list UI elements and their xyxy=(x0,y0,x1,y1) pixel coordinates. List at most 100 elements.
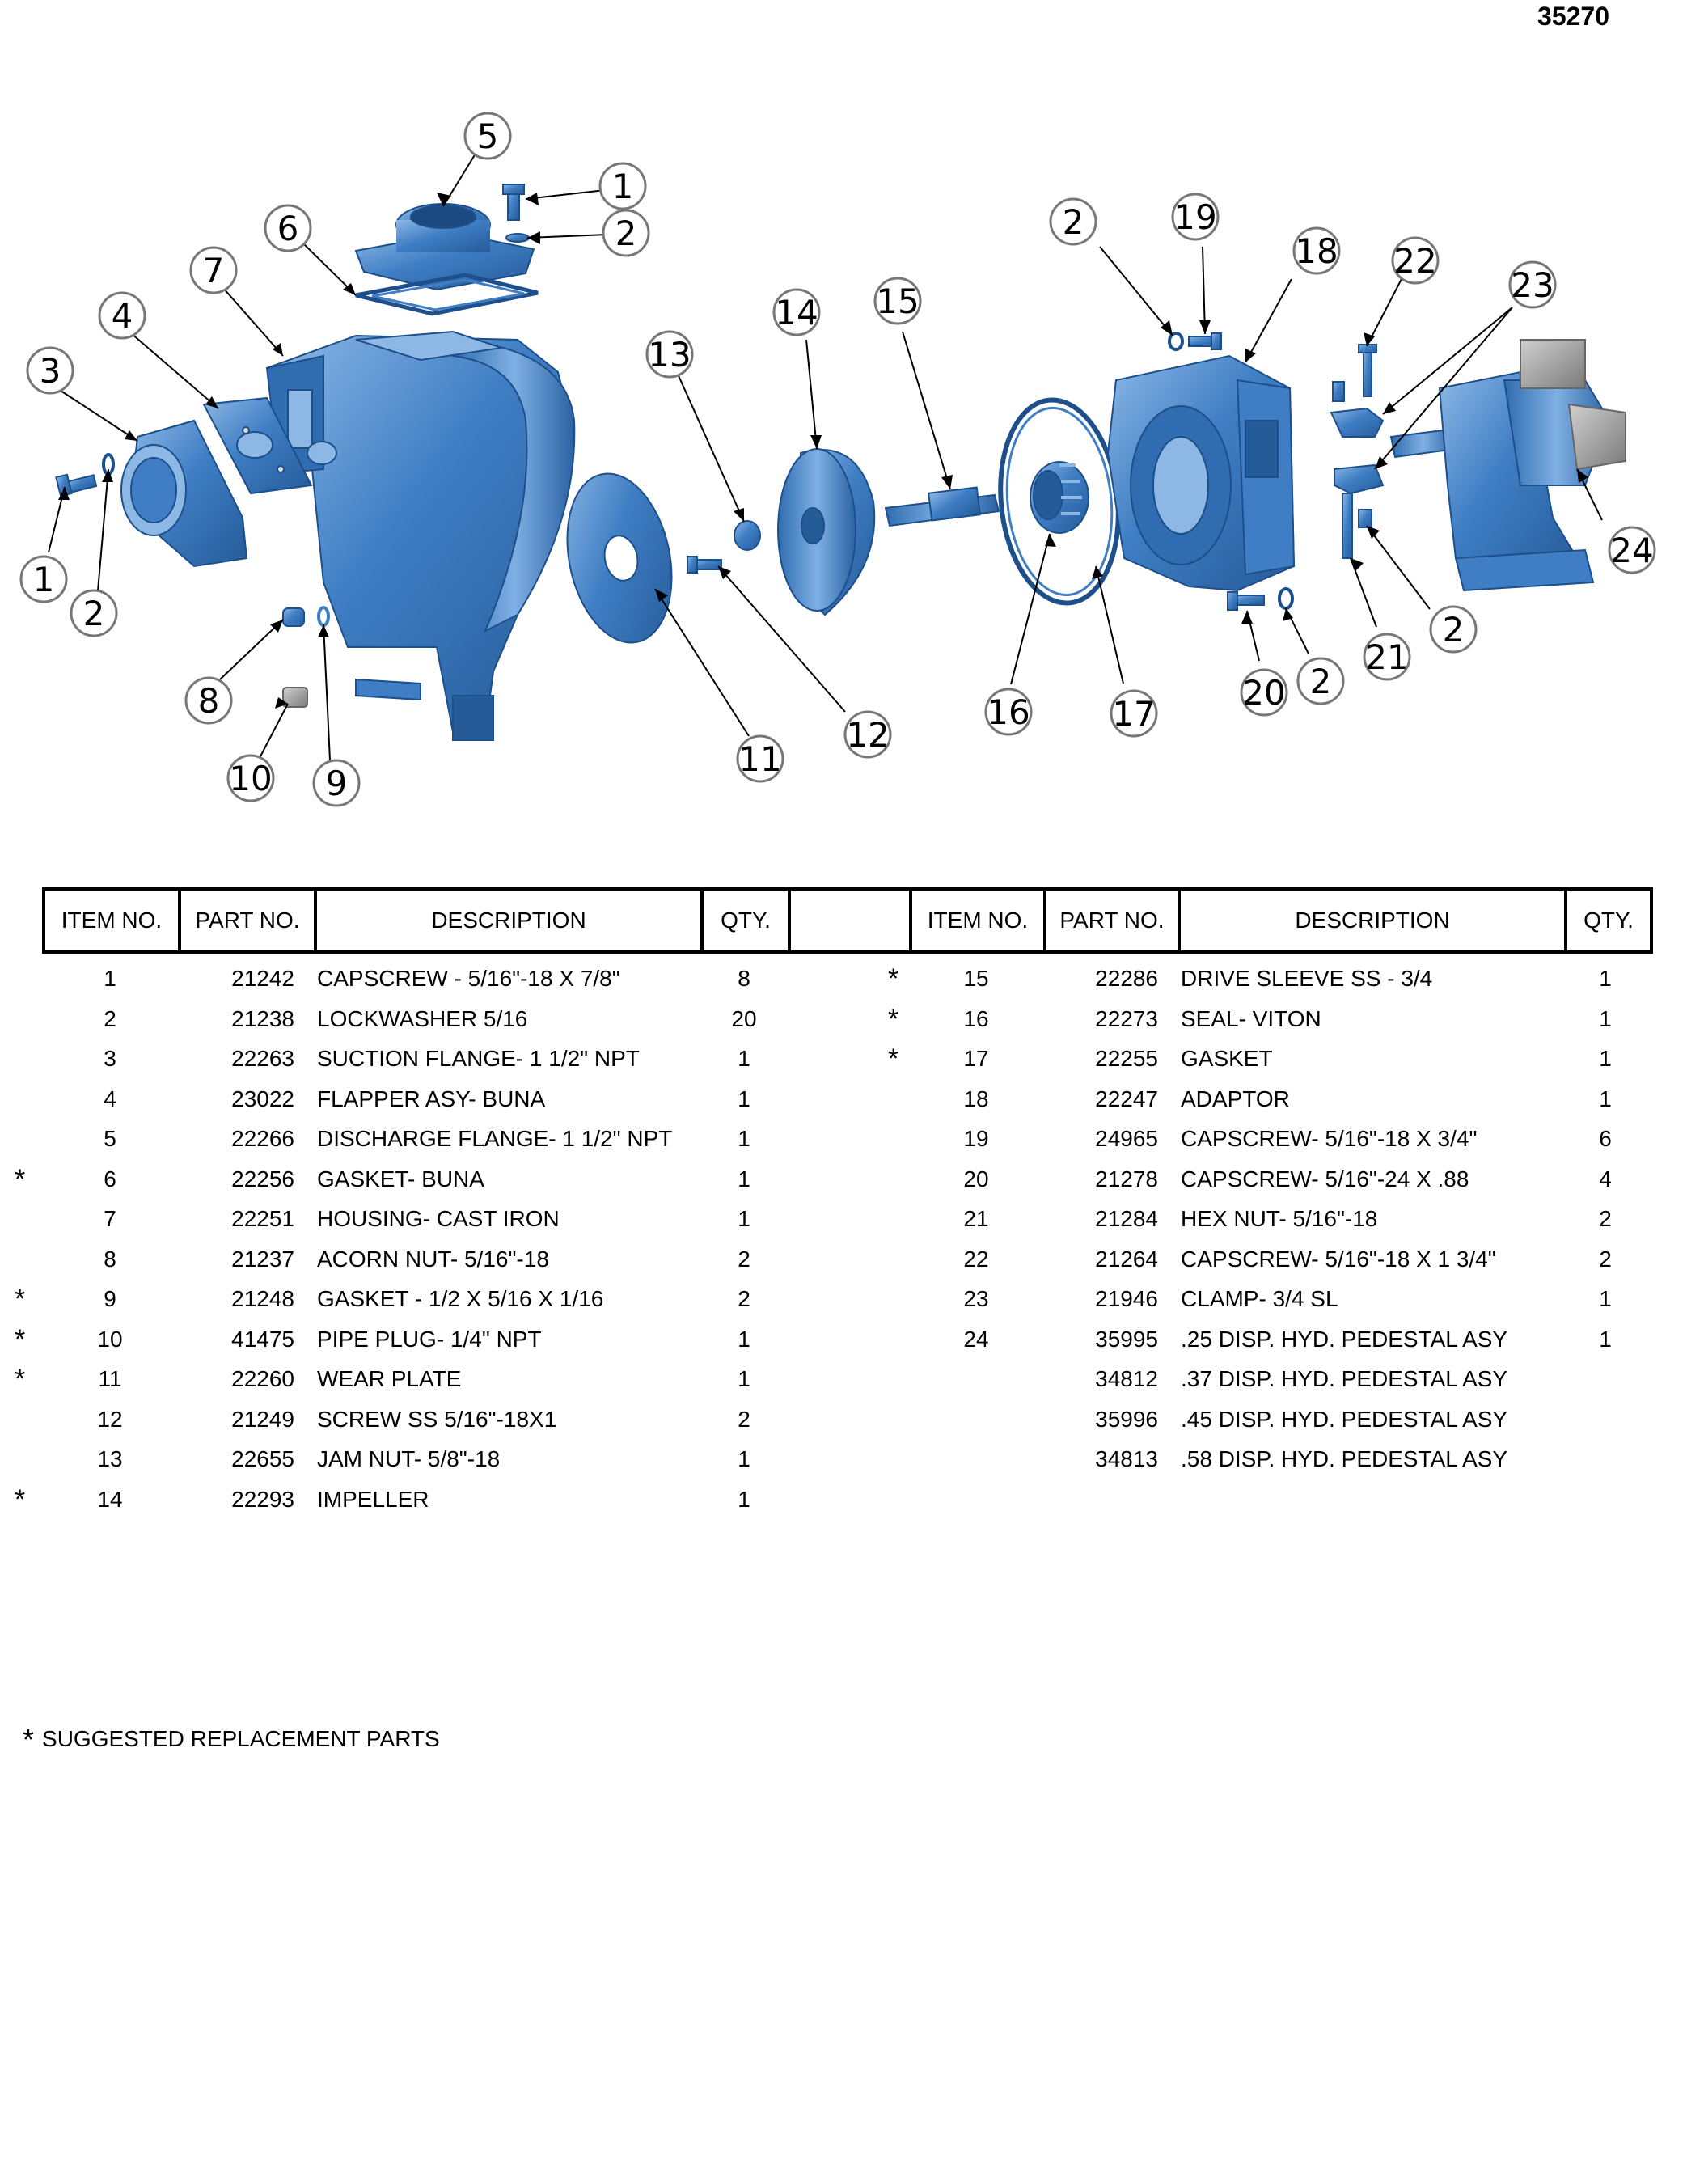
capscrew-bottom-part xyxy=(1227,587,1294,611)
cell-part: 22293 xyxy=(231,1486,294,1512)
table-row: 7 22251 HOUSING- CAST IRON 1 xyxy=(42,1199,1653,1239)
cell-qty: 1 xyxy=(738,1086,750,1111)
cell-desc: HOUSING- CAST IRON xyxy=(317,1206,560,1231)
cell-item: 20 xyxy=(963,1166,989,1191)
cell-part: 35996 xyxy=(1095,1406,1158,1432)
cell-star: * xyxy=(15,1323,26,1355)
cell-desc: PIPE PLUG- 1/4" NPT xyxy=(317,1326,542,1352)
cell-item: 24 xyxy=(963,1326,989,1352)
callout-23: 23 xyxy=(1511,265,1554,305)
callout-18: 18 xyxy=(1295,231,1338,271)
callout-14: 14 xyxy=(775,293,818,332)
callout-numbers: 5 1 2 6 7 4 3 1 2 8 10 9 13 11 12 14 15 … xyxy=(33,116,1654,803)
cell-star: * xyxy=(888,1003,899,1035)
cell-part: 21237 xyxy=(231,1246,294,1272)
cell-qty: 6 xyxy=(1599,1126,1612,1151)
callout-9: 9 xyxy=(326,764,348,803)
cell-star: * xyxy=(888,963,899,994)
footnote-text: SUGGESTED REPLACEMENT PARTS xyxy=(42,1726,440,1751)
cell-qty: 1 xyxy=(738,1326,750,1352)
header-part-no: PART NO. xyxy=(181,891,317,950)
cell-star: * xyxy=(15,1163,26,1195)
cell-part: 21278 xyxy=(1095,1166,1158,1191)
acorn-nut-part xyxy=(282,607,305,627)
cell-qty: 1 xyxy=(738,1206,750,1231)
cell-item: 13 xyxy=(97,1446,123,1471)
cell-item: 15 xyxy=(963,966,989,991)
arrowheads xyxy=(58,193,1588,709)
cell-qty: 2 xyxy=(738,1406,750,1432)
callout-24: 24 xyxy=(1610,531,1653,570)
callout-6: 6 xyxy=(277,209,299,248)
cell-desc: GASKET - 1/2 X 5/16 X 1/16 xyxy=(317,1286,604,1311)
header-item-no: ITEM NO. xyxy=(45,891,181,950)
cell-part: 22256 xyxy=(231,1166,294,1191)
exploded-pump-diagram: 5 1 2 6 7 4 3 1 2 8 10 9 13 11 12 14 15 … xyxy=(19,112,1656,807)
cell-star: * xyxy=(15,1484,26,1515)
cell-part: 22255 xyxy=(1095,1046,1158,1071)
cell-item: 10 xyxy=(97,1326,123,1352)
cell-part: 22251 xyxy=(231,1206,294,1231)
cell-desc: CAPSCREW- 5/16"-18 X 1 3/4" xyxy=(1181,1246,1496,1272)
cell-desc: SEAL- VITON xyxy=(1181,1005,1321,1031)
impeller-part xyxy=(777,448,876,616)
cell-part: 41475 xyxy=(231,1326,294,1352)
pedestal-assembly-part xyxy=(1389,339,1626,592)
cell-part: 21264 xyxy=(1095,1246,1158,1272)
cell-desc: CAPSCREW- 5/16"-24 X .88 xyxy=(1181,1166,1469,1191)
callout-20: 20 xyxy=(1242,673,1285,713)
header-description-2: DESCRIPTION xyxy=(1181,891,1567,950)
callouts xyxy=(19,112,1656,807)
callout-2-bottom: 2 xyxy=(1310,662,1332,701)
cell-qty: 1 xyxy=(738,1126,750,1151)
cell-item: 21 xyxy=(963,1206,989,1231)
callout-1-top: 1 xyxy=(612,167,634,206)
cell-qty: 1 xyxy=(738,1366,750,1391)
cell-part: 21284 xyxy=(1095,1206,1158,1231)
cell-part: 21248 xyxy=(231,1286,294,1311)
callout-16: 16 xyxy=(987,692,1030,732)
cell-qty: 1 xyxy=(1599,1286,1612,1311)
cell-desc: IMPELLER xyxy=(317,1486,429,1512)
cell-qty: 20 xyxy=(731,1005,757,1031)
capscrew-top-part xyxy=(502,184,530,243)
cell-item: 9 xyxy=(104,1286,116,1311)
cell-part: 22260 xyxy=(231,1366,294,1391)
cell-qty: 8 xyxy=(738,966,750,991)
cell-qty: 1 xyxy=(1599,1086,1612,1111)
header-spacer xyxy=(791,891,912,950)
cell-item: 7 xyxy=(104,1206,116,1231)
cell-desc: DISCHARGE FLANGE- 1 1/2" NPT xyxy=(317,1126,673,1151)
callout-22: 22 xyxy=(1393,241,1436,281)
table-header: ITEM NO. PART NO. DESCRIPTION QTY. ITEM … xyxy=(42,887,1653,954)
parts-list-table: ITEM NO. PART NO. DESCRIPTION QTY. ITEM … xyxy=(15,887,1653,1515)
cell-desc: SUCTION FLANGE- 1 1/2" NPT xyxy=(317,1046,640,1071)
callout-2-right: 2 xyxy=(1443,610,1465,650)
cell-desc: DRIVE SLEEVE SS - 3/4 xyxy=(1181,966,1433,991)
jam-nut-part xyxy=(734,520,761,551)
cell-item: 19 xyxy=(963,1126,989,1151)
cell-item: 23 xyxy=(963,1286,989,1311)
callout-19: 19 xyxy=(1173,197,1216,237)
callout-2-top: 2 xyxy=(615,214,637,253)
drive-sleeve-part xyxy=(884,486,1000,527)
cell-item: 3 xyxy=(104,1046,116,1071)
callout-21: 21 xyxy=(1365,637,1408,677)
table-row: * 10 41475 PIPE PLUG- 1/4" NPT 1 xyxy=(15,1319,1653,1360)
cell-part: 21238 xyxy=(231,1005,294,1031)
cell-desc: ACORN NUT- 5/16"-18 xyxy=(317,1246,549,1272)
cell-item: 16 xyxy=(963,1005,989,1031)
cell-part: 21249 xyxy=(231,1406,294,1432)
callout-8: 8 xyxy=(198,681,220,721)
cell-qty: 1 xyxy=(1599,966,1612,991)
cell-desc: .45 DISP. HYD. PEDESTAL ASY xyxy=(1181,1406,1508,1432)
cell-item: 12 xyxy=(97,1406,123,1432)
footnote-symbol: * xyxy=(23,1723,35,1756)
cell-qty: 2 xyxy=(1599,1246,1612,1272)
cell-desc: .37 DISP. HYD. PEDESTAL ASY xyxy=(1181,1366,1508,1391)
